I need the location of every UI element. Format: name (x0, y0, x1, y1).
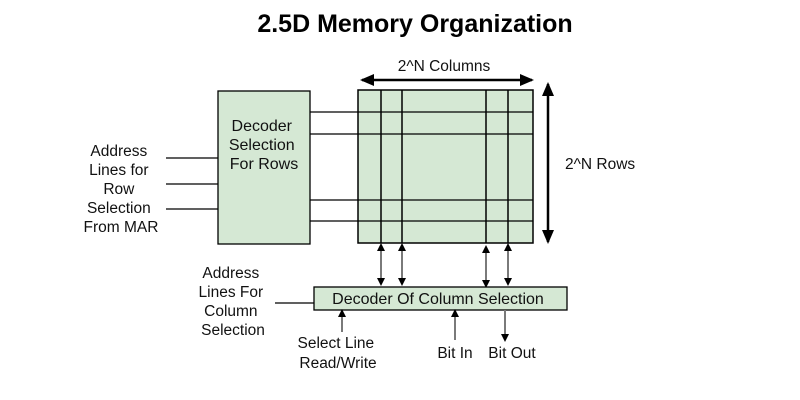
column-connections (377, 243, 512, 288)
column-decoder-box (313, 286, 568, 311)
memory-array-box (357, 89, 534, 244)
memory-array (310, 89, 534, 244)
rows-label: 2^N Rows (565, 156, 635, 173)
bit-out-label: Bit Out (488, 345, 536, 362)
columns-label: 2^N Columns (398, 58, 491, 75)
select-line-label: Select Line Read/Write (297, 335, 378, 372)
row-decoder-label: Decoder Selection For Rows (229, 118, 299, 173)
column-decoder-label: Decoder Of Column Selection (332, 291, 544, 308)
row-address-label: Address Lines for Row Selection From MAR (84, 143, 159, 236)
diagram-title: 2.5D Memory Organization (257, 10, 572, 38)
column-decoder: Decoder Of Column Selection (313, 286, 568, 311)
row-decoder-box (217, 90, 311, 245)
row-decoder: Decoder Selection For Rows (217, 90, 311, 245)
bit-in-label: Bit In (437, 345, 472, 362)
column-address-label: Address Lines For Column Selection (199, 265, 268, 339)
